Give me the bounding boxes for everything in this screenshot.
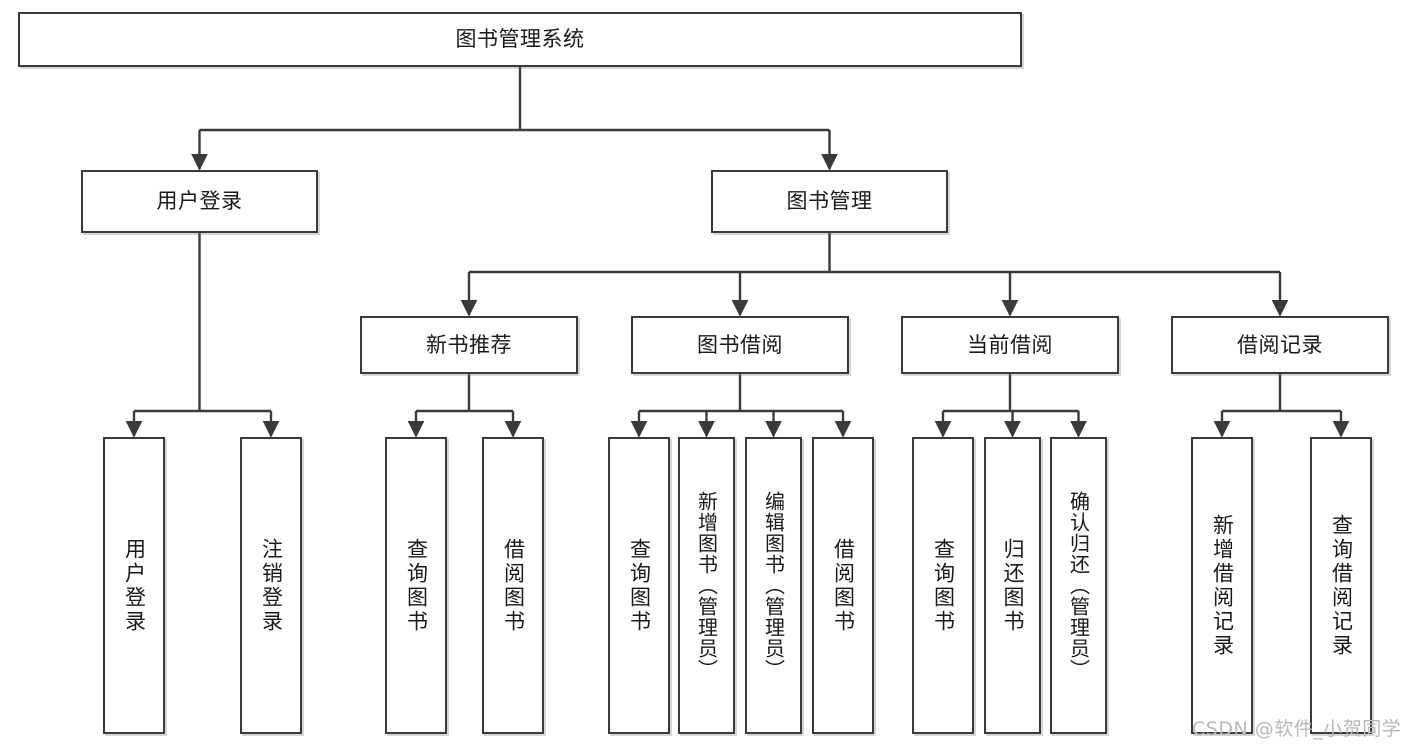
node-leaf10[interactable]: 归还图书 (984, 437, 1041, 734)
node-leaf11[interactable]: 确认归还（管理员） (1050, 437, 1107, 734)
node-label: 查询图书 (404, 537, 429, 634)
node-leaf6[interactable]: 新增图书（管理员） (678, 437, 735, 734)
node-label: 新增借阅记录 (1210, 513, 1235, 658)
node-label: 图书管理 (786, 189, 873, 214)
node-label: 新增图书（管理员） (694, 491, 719, 680)
node-label: 查询图书 (931, 537, 956, 634)
node-label: 查询图书 (627, 537, 652, 634)
node-leaf5[interactable]: 查询图书 (608, 437, 670, 734)
node-label: 借阅图书 (501, 537, 526, 634)
node-l2a[interactable]: 用户登录 (81, 170, 318, 233)
node-label: 确认归还（管理员） (1066, 491, 1091, 680)
node-label: 用户登录 (122, 537, 147, 634)
node-label: 当前借阅 (967, 332, 1053, 357)
csdn-watermark: CSDN @软件_小贺同学 (1192, 718, 1402, 740)
node-leaf4[interactable]: 借阅图书 (482, 437, 544, 734)
node-label: 图书管理系统 (455, 27, 585, 52)
node-leaf2[interactable]: 注销登录 (240, 437, 302, 734)
node-leaf7[interactable]: 编辑图书（管理员） (745, 437, 802, 734)
node-l3b[interactable]: 图书借阅 (631, 316, 849, 374)
node-label: 新书推荐 (426, 332, 512, 357)
node-label: 注销登录 (259, 537, 284, 634)
node-l3d[interactable]: 借阅记录 (1171, 316, 1389, 374)
node-leaf9[interactable]: 查询图书 (912, 437, 974, 734)
node-label: 图书借阅 (697, 332, 783, 357)
node-label: 归还图书 (1001, 537, 1025, 634)
node-l3c[interactable]: 当前借阅 (901, 316, 1119, 374)
node-leaf12[interactable]: 新增借阅记录 (1191, 437, 1253, 734)
node-label: 编辑图书（管理员） (761, 491, 786, 680)
node-root[interactable]: 图书管理系统 (18, 12, 1022, 67)
node-leaf8[interactable]: 借阅图书 (812, 437, 874, 734)
node-leaf3[interactable]: 查询图书 (385, 437, 447, 734)
node-leaf1[interactable]: 用户登录 (103, 437, 165, 734)
node-label: 用户登录 (156, 189, 243, 214)
node-leaf13[interactable]: 查询借阅记录 (1310, 437, 1372, 734)
node-label: 查询借阅记录 (1329, 513, 1354, 658)
node-l3a[interactable]: 新书推荐 (360, 316, 578, 374)
node-l2b[interactable]: 图书管理 (711, 170, 948, 233)
node-label: 借阅记录 (1237, 332, 1323, 357)
node-label: 借阅图书 (831, 537, 856, 634)
